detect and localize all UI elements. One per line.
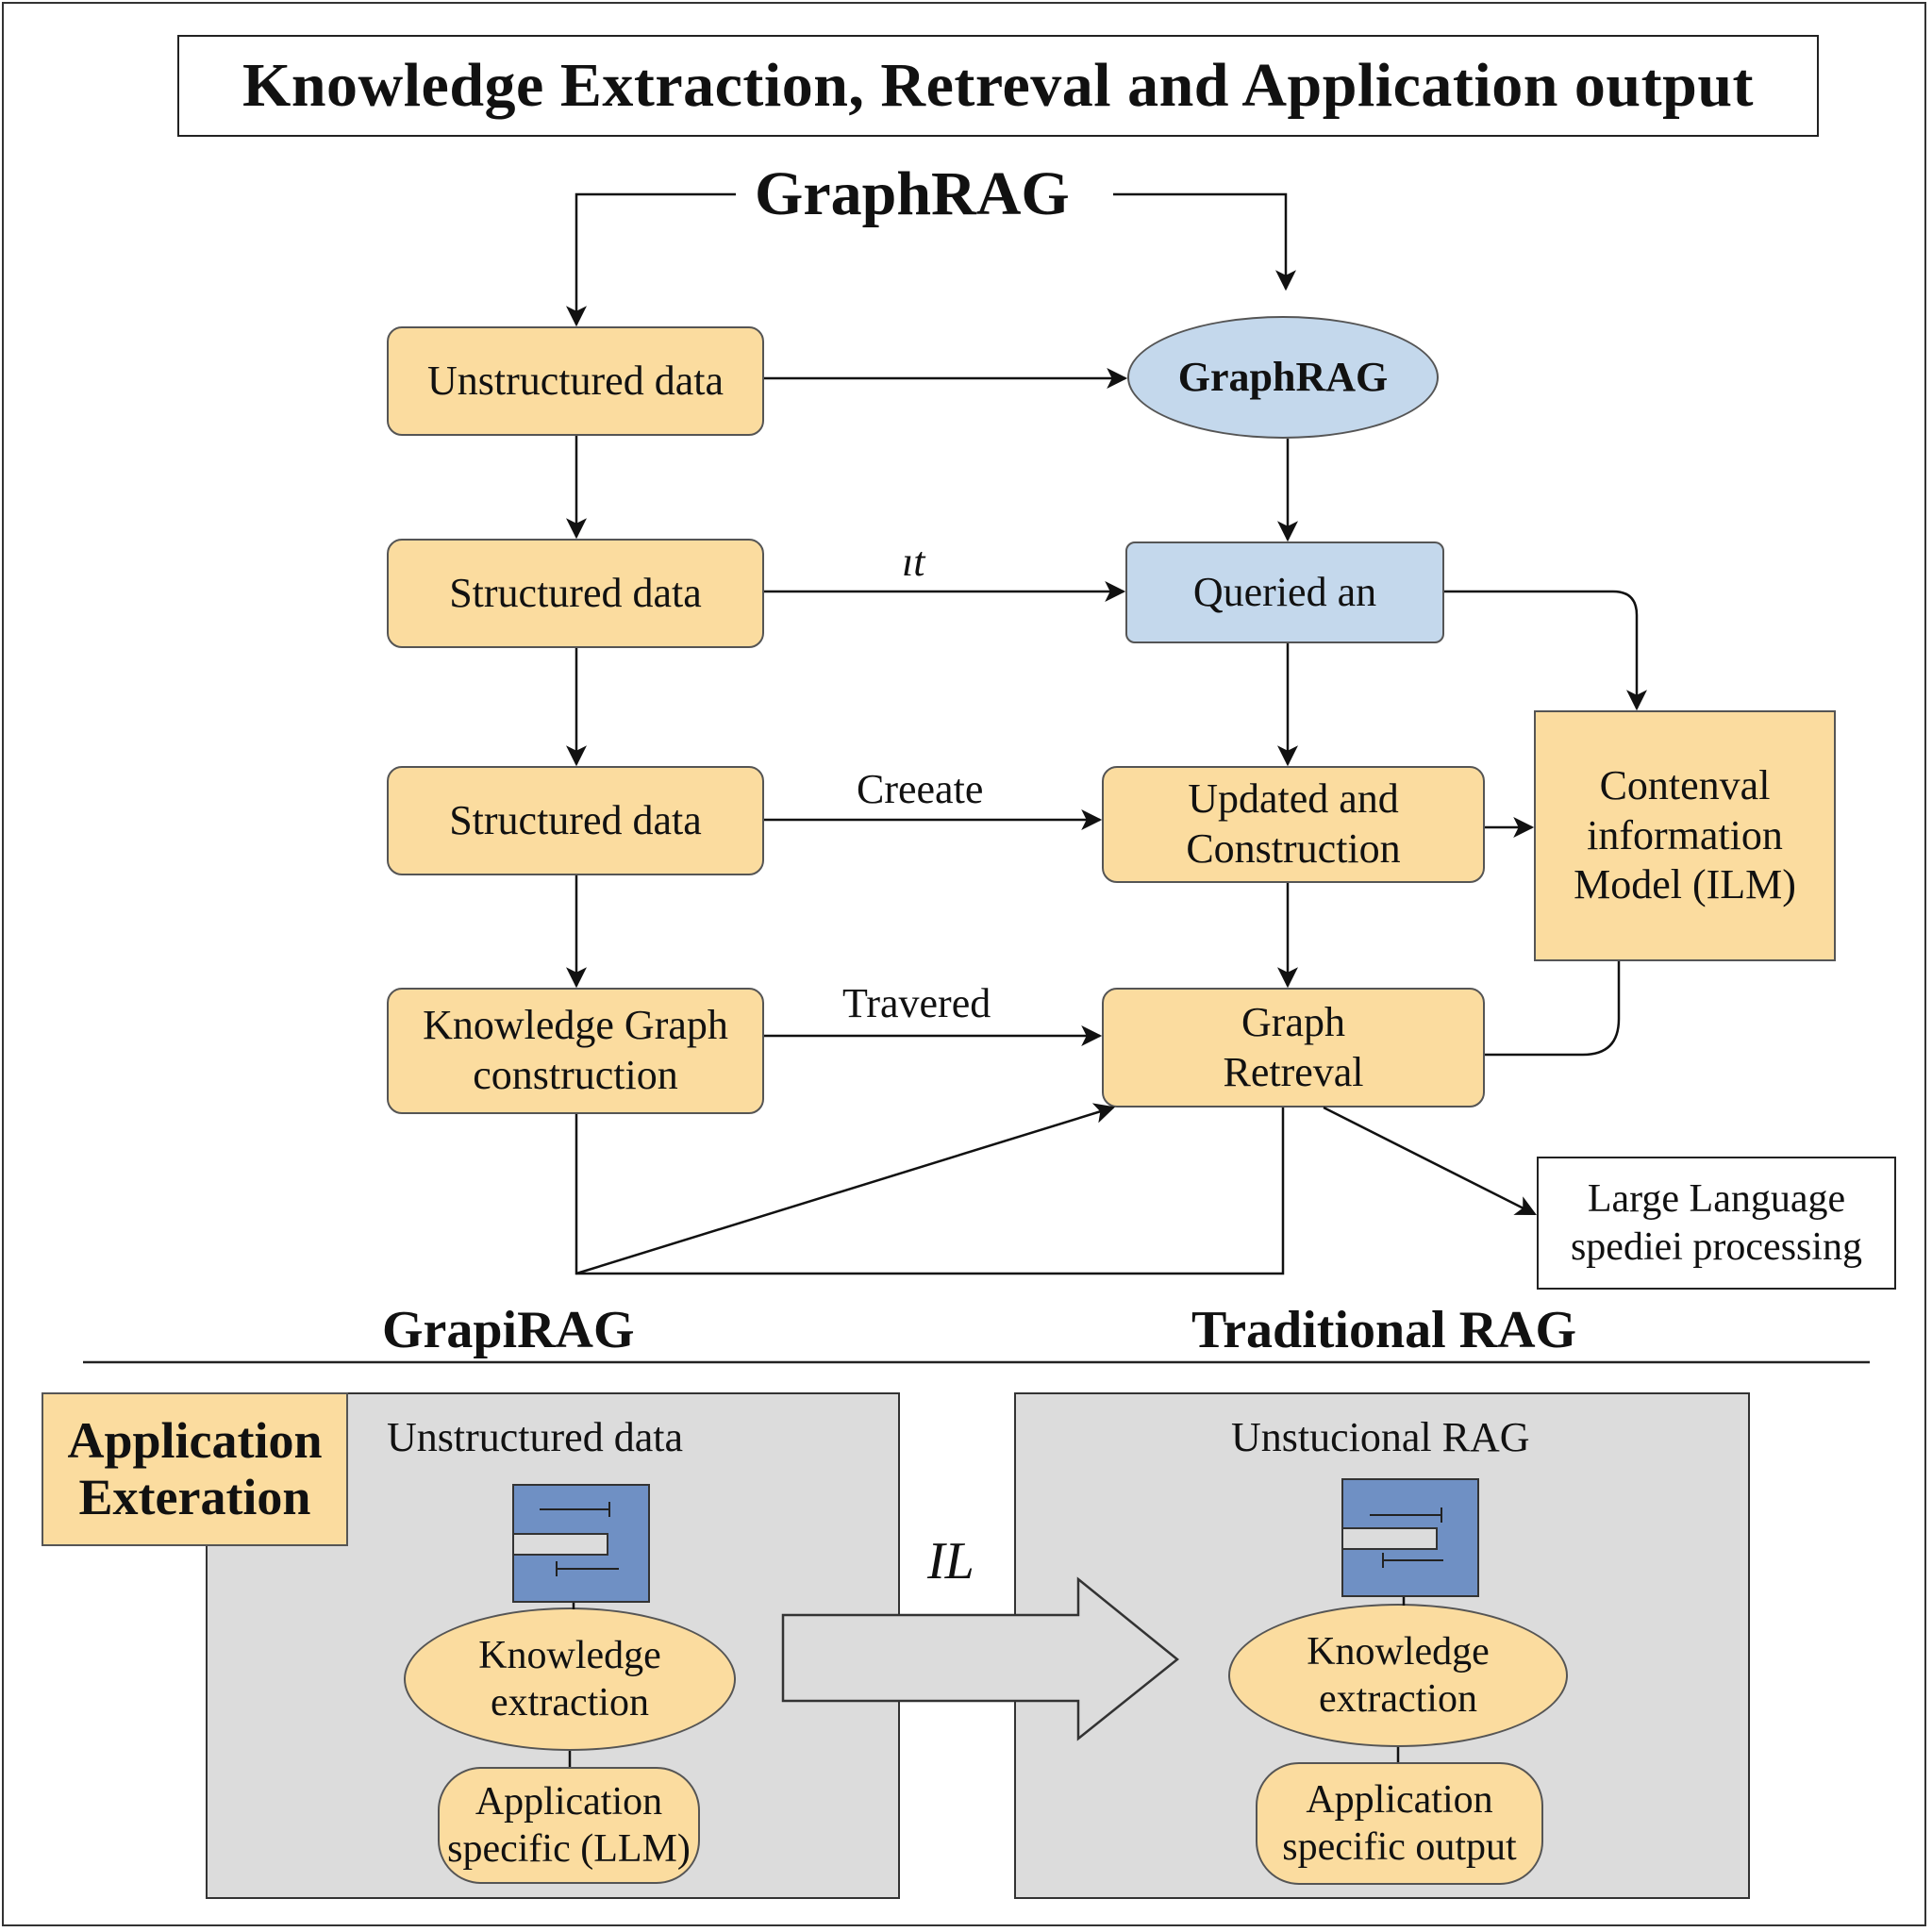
- connector-model-retrieval: [1485, 961, 1621, 1057]
- node-structured-data-2: Structured data: [387, 766, 764, 875]
- edge-label-traversed: Travered: [842, 980, 991, 1026]
- panel-graphrag-title: Unstructured data: [387, 1414, 683, 1460]
- connector-heading-left: [566, 192, 736, 327]
- node-queried: Queried an: [1125, 541, 1444, 643]
- node-kg-construction: Knowledge Graph construction: [387, 988, 764, 1114]
- tag-application-extraction: Application Exteration: [42, 1392, 348, 1546]
- connector-heading-right: [1113, 192, 1296, 291]
- connector-feedback-diagonal: [575, 1103, 1116, 1275]
- connector-retrieval-language: [1323, 1106, 1537, 1216]
- graphrag-heading: GraphRAG: [755, 159, 1070, 228]
- bottom-arrow-label: IL: [927, 1532, 974, 1591]
- storage-icon-left: [512, 1484, 650, 1603]
- section-heading-graphrag: GrapiRAG: [382, 1301, 635, 1359]
- node-structured-data-1: Structured data: [387, 539, 764, 648]
- node-large-language: Large Language spediei processing: [1537, 1157, 1896, 1290]
- node-graphrag-ellipse: GraphRAG: [1127, 316, 1439, 439]
- node-contextual-model: Contenval information Model (ILM): [1534, 710, 1836, 961]
- node-unstructured-data: Unstructured data: [387, 326, 764, 436]
- section-heading-traditional-rag: Traditional RAG: [1191, 1301, 1577, 1359]
- connector-feedback-loop: [575, 1108, 1285, 1275]
- pill-application-specific-llm: Application specific (LLM): [438, 1767, 700, 1884]
- node-graph-retrieval: Graph Retreval: [1102, 988, 1485, 1108]
- edge-label-structured-queried: ıt: [902, 539, 925, 585]
- page-title: Knowledge Extraction, Retreval and Appli…: [177, 35, 1819, 137]
- storage-icon-right: [1341, 1478, 1479, 1597]
- ellipse-knowledge-extraction-left: Knowledge extraction: [404, 1607, 736, 1751]
- panel-traditional-rag-title: Unstucional RAG: [1231, 1414, 1530, 1460]
- pill-application-specific-output: Application specific output: [1256, 1762, 1543, 1885]
- edge-label-create: Creeate: [857, 766, 984, 812]
- connector-queried-model: [1444, 590, 1647, 711]
- node-updated-construction: Updated and Construction: [1102, 766, 1485, 883]
- big-right-arrow: [781, 1576, 1179, 1741]
- ellipse-knowledge-extraction-right: Knowledge extraction: [1228, 1604, 1568, 1747]
